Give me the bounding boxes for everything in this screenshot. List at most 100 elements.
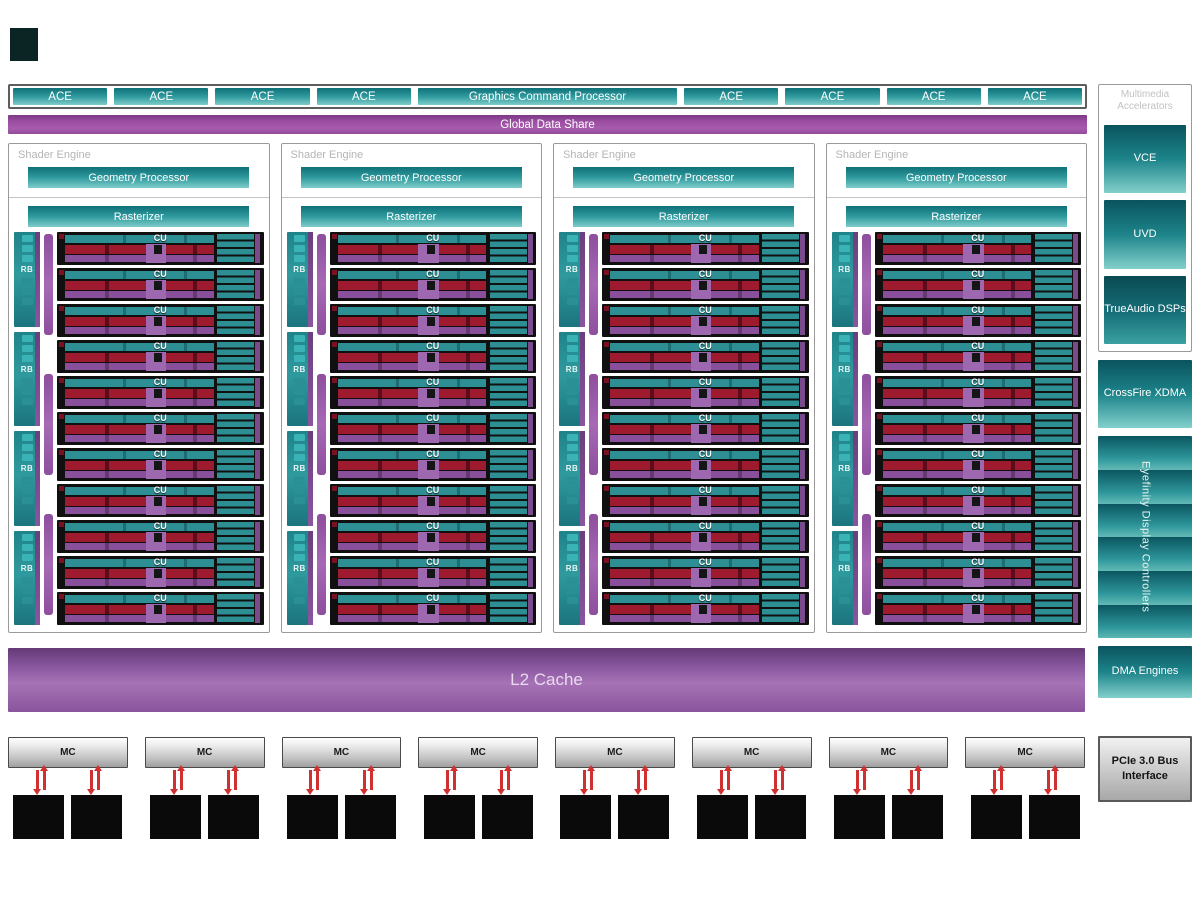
cu-scalar-dot [59, 270, 64, 275]
memory-chip [755, 795, 807, 839]
cu-scheduler-strip [610, 307, 759, 315]
cu-label: CU [426, 269, 440, 279]
down-arrow-icon [169, 770, 178, 795]
rb-cell [21, 278, 33, 285]
cu-center-notch [699, 569, 708, 578]
rb-label: RB [838, 364, 851, 374]
memory-chip [833, 795, 885, 839]
cu-scheduler-strip [882, 235, 1032, 243]
cu-center-notch [971, 245, 980, 254]
cu-texture-units [489, 342, 527, 371]
rb-cell [294, 278, 305, 285]
cu-texture-units [762, 558, 800, 587]
cu-label: CU [971, 485, 985, 495]
cu-scalar-dot [331, 594, 337, 599]
compute-unit-row: CU [57, 448, 264, 481]
cu-simd-strip [882, 425, 1032, 434]
compute-unit-row: CU [329, 484, 536, 517]
mc-block: MC [965, 737, 1085, 768]
shader-engine: Shader Engine Geometry Processor Rasteri… [280, 143, 542, 633]
bidirectional-arrows-icon [32, 765, 48, 795]
eyefinity-band [1098, 503, 1192, 538]
cu-scheduler-strip [337, 487, 487, 495]
cu-simd-strip [337, 425, 487, 434]
rb-cell [294, 497, 305, 504]
rb-block: RB [14, 331, 40, 426]
cu-simd-strip [337, 353, 487, 362]
cu-simd-strip [882, 281, 1032, 290]
rb-cell [839, 298, 850, 305]
down-arrow-icon [360, 770, 369, 795]
cu-cache-strip [527, 450, 533, 479]
rb-cell [294, 533, 305, 541]
cu-cache-strip [800, 342, 806, 371]
cu-scheduler-strip [65, 559, 214, 567]
cu-scheduler-strip [337, 595, 487, 603]
cu-label: CU [426, 377, 440, 387]
ace-block: ACE [684, 88, 779, 105]
cu-cache-strip [800, 594, 806, 623]
cu-texture-units [489, 414, 527, 443]
cu-simd-strip [610, 461, 759, 470]
rb-block: RB [286, 431, 313, 526]
rb-block: RB [559, 431, 585, 526]
cu-register-strip [610, 255, 759, 262]
purple-bar [44, 514, 53, 615]
cu-scalar-dot [59, 558, 64, 563]
cu-register-strip [65, 543, 214, 550]
eyefinity-display-controllers-block: Eyefinity Display Controllers [1098, 436, 1192, 638]
cu-scheduler-strip [337, 343, 487, 351]
mc-block: MC [418, 737, 538, 768]
rb-cell [566, 387, 578, 395]
cu-texture-units [217, 414, 255, 443]
ace-block: ACE [13, 88, 108, 105]
eyefinity-band [1098, 571, 1192, 605]
compute-unit-row: CU [57, 412, 264, 445]
cu-scalar-dot [331, 450, 337, 455]
cu-simd-strip [610, 425, 759, 434]
rb-block: RB [831, 431, 858, 526]
cu-register-strip [337, 615, 487, 622]
cu-simd-strip [337, 497, 487, 506]
memory-controller-unit: MC [418, 737, 538, 849]
cu-register-strip [65, 255, 214, 262]
memory-controller-unit: MC [8, 737, 128, 849]
cu-register-strip [337, 435, 487, 442]
cu-scalar-dot [331, 486, 337, 491]
rb-cell [294, 235, 305, 242]
cu-register-strip [65, 579, 214, 586]
cu-register-strip [610, 507, 759, 514]
cu-simd-strip [337, 245, 487, 254]
compute-unit-row: CU [329, 592, 536, 625]
up-arrow-icon [914, 765, 923, 790]
cu-simd-strip [65, 461, 214, 470]
compute-unit-row: CU [329, 556, 536, 589]
cu-register-strip [65, 399, 214, 406]
cu-scalar-dot [604, 594, 609, 599]
bidirectional-arrows-icon [907, 765, 923, 795]
rb-cell [21, 288, 33, 295]
cu-scheduler-strip [882, 451, 1032, 459]
cu-scheduler-strip [882, 487, 1032, 495]
cu-scalar-dot [331, 234, 337, 239]
rb-cell [566, 487, 578, 494]
bidirectional-arrows-icon [633, 765, 649, 795]
rb-cell [21, 354, 33, 362]
cu-label: CU [698, 593, 712, 603]
cu-texture-units [762, 306, 800, 335]
compute-unit-row: CU [602, 340, 809, 373]
compute-unit-row: CU [874, 340, 1081, 373]
cu-scheduler-strip [882, 271, 1032, 279]
rb-block: RB [831, 232, 858, 327]
cu-cache-strip [255, 270, 261, 299]
rb-cell [839, 245, 850, 252]
up-arrow-icon [860, 765, 869, 790]
rb-cell [21, 434, 33, 441]
rb-cell [294, 576, 305, 584]
cu-simd-strip [337, 281, 487, 290]
cu-label: CU [153, 449, 167, 459]
purple-bar [589, 234, 598, 335]
rb-cell [839, 334, 850, 342]
cu-simd-strip [65, 389, 214, 398]
cu-simd-strip [65, 317, 214, 326]
